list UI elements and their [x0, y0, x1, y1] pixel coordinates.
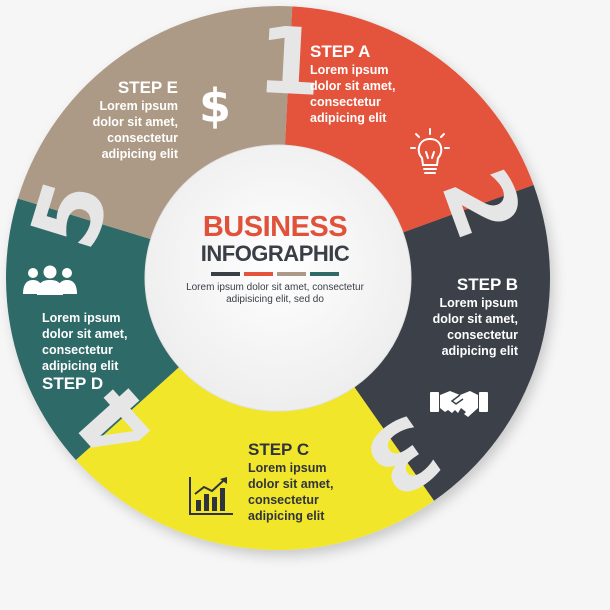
center-title-infographic: INFOGRAPHIC: [200, 241, 350, 266]
step-e-line-2: dolor sit amet,: [92, 115, 178, 129]
svg-text:$: $: [199, 79, 231, 130]
accent-bar-4: [310, 272, 339, 276]
step-a-title: STEP A: [310, 42, 371, 61]
step-b-line-2: dolor sit amet,: [432, 312, 518, 326]
people-group-icon: [23, 265, 77, 295]
step-a: STEP A Lorem ipsum dolor sit amet, conse…: [310, 42, 395, 126]
dollar-icon: $: [199, 79, 231, 130]
step-d-title: STEP D: [42, 374, 104, 393]
step-b: STEP B Lorem ipsum dolor sit amet, conse…: [402, 275, 518, 359]
accent-bar-1: [211, 272, 240, 276]
step-b-line-4: adipicing elit: [441, 344, 518, 358]
step-c-title: STEP C: [248, 440, 310, 459]
segment-step-b: [354, 184, 550, 501]
step-a-line-1: Lorem ipsum: [310, 63, 389, 77]
center-title-business: BUSINESS: [202, 211, 348, 243]
step-c-line-1: Lorem ipsum: [248, 461, 327, 475]
step-e: STEP E Lorem ipsum dolor sit amet, conse…: [72, 78, 178, 162]
step-e-line-1: Lorem ipsum: [99, 99, 179, 113]
step-d: Lorem ipsum dolor sit amet, consectetur …: [42, 310, 127, 394]
growth-chart-icon: [189, 477, 233, 515]
segment-step-d: [5, 198, 180, 461]
step-a-line-3: consectetur: [310, 95, 381, 109]
center-description: Lorem ipsum dolor sit amet, consectetur …: [186, 282, 364, 305]
center-accent-bar: [180, 272, 370, 276]
step-b-line-3: consectetur: [447, 328, 518, 342]
step-d-line-4: adipicing elit: [42, 359, 119, 373]
step-e-line-4: adipicing elit: [101, 147, 178, 161]
segment-step-e: [17, 6, 293, 240]
center-disc: [144, 144, 412, 412]
lightbulb-icon: [410, 128, 450, 174]
segment-step-c: [75, 366, 435, 550]
step-c-line-2: dolor sit amet,: [248, 477, 334, 491]
step-a-line-4: adipicing elit: [310, 111, 387, 125]
step-d-line-3: consectetur: [42, 343, 113, 357]
handshake-icon: [430, 391, 488, 417]
step-e-title: STEP E: [117, 78, 178, 97]
step-c-line-3: consectetur: [248, 493, 319, 507]
accent-bar-2: [244, 272, 273, 276]
step-c: STEP C Lorem ipsum dolor sit amet, conse…: [248, 440, 333, 524]
step-b-title: STEP B: [456, 275, 518, 294]
step-d-line-1: Lorem ipsum: [42, 311, 121, 325]
step-a-line-2: dolor sit amet,: [310, 79, 396, 93]
center-label: BUSINESS INFOGRAPHIC Lorem ipsum dolor s…: [180, 212, 370, 306]
step-b-line-1: Lorem ipsum: [439, 296, 519, 310]
accent-bar-3: [277, 272, 306, 276]
step-d-line-2: dolor sit amet,: [42, 327, 128, 341]
step-numeral-1: 1: [255, 7, 325, 117]
segment-step-a: [284, 6, 534, 233]
step-c-line-4: adipicing elit: [248, 509, 325, 523]
step-e-line-3: consectetur: [107, 131, 178, 145]
